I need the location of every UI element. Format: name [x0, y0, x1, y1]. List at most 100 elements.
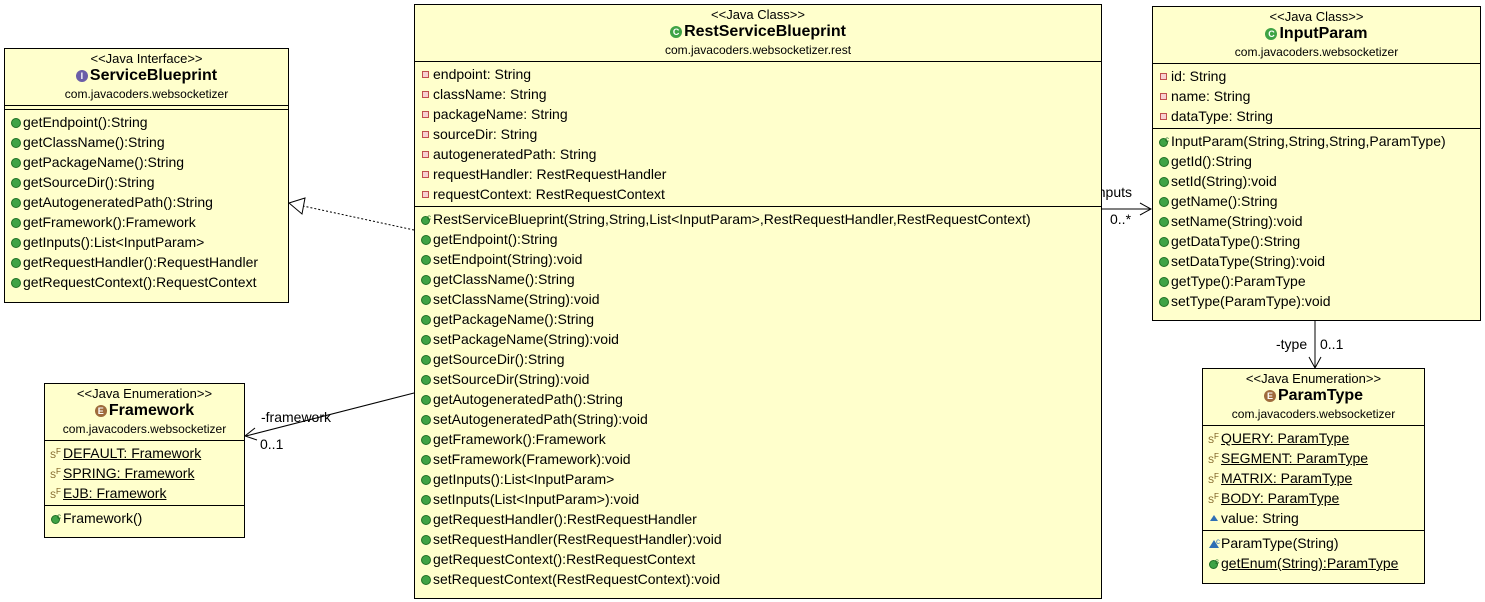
method-row[interactable]: getSourceDir():String [420, 349, 1097, 369]
stereotype-label: <<Java Class>> [711, 7, 805, 22]
field-row[interactable]: className: String [420, 84, 1097, 104]
public-method-icon [420, 453, 432, 465]
method-row[interactable]: getFramework():Framework [420, 429, 1097, 449]
method-row[interactable]: getRequestContext():RestRequestContext [420, 549, 1097, 569]
private-field-icon [420, 88, 432, 100]
method-row[interactable]: getRequestHandler():RestRequestHandler [420, 509, 1097, 529]
method-row[interactable]: getInputs():List<InputParam> [10, 232, 284, 252]
constant-signature: QUERY: ParamType [1221, 430, 1350, 446]
method-row[interactable]: setClassName(String):void [420, 289, 1097, 309]
public-method-icon [420, 273, 432, 285]
field-signature: requestHandler: RestRequestHandler [433, 166, 667, 182]
method-row[interactable]: getEndpoint():String [420, 229, 1097, 249]
constants-section: QUERY: ParamType SEGMENT: ParamType MATR… [1203, 426, 1424, 531]
public-method-icon [420, 293, 432, 305]
method-signature: getId():String [1171, 153, 1252, 169]
public-method-icon [420, 513, 432, 525]
enum-constant-row[interactable]: BODY: ParamType [1208, 487, 1420, 510]
framework-arrowhead [243, 427, 258, 441]
package-label: com.javacoders.websocketizer.rest [664, 43, 852, 57]
field-row[interactable]: autogeneratedPath: String [420, 144, 1097, 164]
method-row[interactable]: getName():String [1158, 191, 1476, 211]
method-row[interactable]: getDataType():String [1158, 231, 1476, 251]
method-row[interactable]: setFramework(Framework):void [420, 449, 1097, 469]
constructor-row[interactable]: RestServiceBlueprint(String,String,List<… [420, 208, 1097, 229]
method-row[interactable]: setEndpoint(String):void [420, 249, 1097, 269]
public-method-icon [10, 276, 22, 288]
public-method-icon [420, 533, 432, 545]
enum-constant-row[interactable]: EJB: Framework [50, 482, 240, 505]
constructor-row[interactable]: Framework() [50, 507, 240, 528]
method-signature: getClassName():String [23, 134, 165, 150]
package-label: com.javacoders.websocketizer [64, 87, 229, 101]
method-signature: getPackageName():String [23, 154, 185, 170]
enum-constant-row[interactable]: QUERY: ParamType [1208, 427, 1420, 450]
method-row[interactable]: getClassName():String [420, 269, 1097, 289]
enum-constant-row[interactable]: DEFAULT: Framework [50, 442, 240, 465]
method-row[interactable]: getSourceDir():String [10, 172, 284, 192]
field-row[interactable]: value: String [1208, 508, 1420, 528]
constructor-row[interactable]: InputParam(String,String,String,ParamTyp… [1158, 130, 1476, 151]
method-row[interactable]: setInputs(List<InputParam>):void [420, 489, 1097, 509]
method-row[interactable]: setName(String):void [1158, 211, 1476, 231]
public-method-icon [420, 233, 432, 245]
fields-section: endpoint: String className: String packa… [415, 62, 1101, 207]
public-method-icon [420, 373, 432, 385]
method-signature: setPackageName(String):void [433, 331, 619, 347]
field-row[interactable]: dataType: String [1158, 106, 1476, 126]
method-row[interactable]: getType():ParamType [1158, 271, 1476, 291]
constructor-row[interactable]: ParamType(String) [1208, 532, 1420, 553]
enum-constant-row[interactable]: SEGMENT: ParamType [1208, 447, 1420, 470]
field-row[interactable]: requestContext: RestRequestContext [420, 184, 1097, 204]
method-row[interactable]: setDataType(String):void [1158, 251, 1476, 271]
method-row[interactable]: getRequestHandler():RequestHandler [10, 252, 284, 272]
method-row[interactable]: getEnum(String):ParamType [1208, 552, 1420, 573]
private-field-icon [1158, 90, 1170, 102]
private-field-icon [420, 168, 432, 180]
method-row[interactable]: getId():String [1158, 151, 1476, 171]
method-row[interactable]: getInputs():List<InputParam> [420, 469, 1097, 489]
method-row[interactable]: setAutogeneratedPath(String):void [420, 409, 1097, 429]
method-row[interactable]: setId(String):void [1158, 171, 1476, 191]
public-method-icon [10, 136, 22, 148]
method-row[interactable]: setRequestHandler(RestRequestHandler):vo… [420, 529, 1097, 549]
field-row[interactable]: endpoint: String [420, 64, 1097, 84]
public-method-icon [10, 176, 22, 188]
private-field-icon [1158, 110, 1170, 122]
method-row[interactable]: getAutogeneratedPath():String [420, 389, 1097, 409]
method-row[interactable]: getPackageName():String [10, 152, 284, 172]
method-row[interactable]: getPackageName():String [420, 309, 1097, 329]
field-row[interactable]: id: String [1158, 66, 1476, 86]
method-signature: getType():ParamType [1171, 273, 1306, 289]
static-final-icon [50, 482, 62, 505]
method-row[interactable]: setPackageName(String):void [420, 329, 1097, 349]
field-row[interactable]: packageName: String [420, 104, 1097, 124]
method-row[interactable]: setType(ParamType):void [1158, 291, 1476, 311]
field-row[interactable]: sourceDir: String [420, 124, 1097, 144]
enum-constant-row[interactable]: SPRING: Framework [50, 462, 240, 485]
methods-section: RestServiceBlueprint(String,String,List<… [415, 207, 1101, 591]
constant-signature: BODY: ParamType [1221, 490, 1340, 506]
method-signature: getDataType():String [1171, 233, 1301, 249]
methods-section: InputParam(String,String,String,ParamTyp… [1153, 129, 1480, 313]
method-row[interactable]: getClassName():String [10, 132, 284, 152]
field-row[interactable]: name: String [1158, 86, 1476, 106]
class-name: RestServiceBlueprint [684, 23, 846, 40]
package-label: com.javacoders.websocketizer [1231, 407, 1396, 421]
public-method-icon [420, 253, 432, 265]
public-method-icon [420, 393, 432, 405]
enum-constant-row[interactable]: MATRIX: ParamType [1208, 467, 1420, 490]
method-row[interactable]: setSourceDir(String):void [420, 369, 1097, 389]
method-row[interactable]: getAutogeneratedPath():String [10, 192, 284, 212]
method-row[interactable]: getEndpoint():String [10, 112, 284, 132]
field-row[interactable]: requestHandler: RestRequestHandler [420, 164, 1097, 184]
method-row[interactable]: setRequestContext(RestRequestContext):vo… [420, 569, 1097, 589]
public-method-icon [420, 493, 432, 505]
method-row[interactable]: getRequestContext():RequestContext [10, 272, 284, 292]
method-row[interactable]: getFramework():Framework [10, 212, 284, 232]
